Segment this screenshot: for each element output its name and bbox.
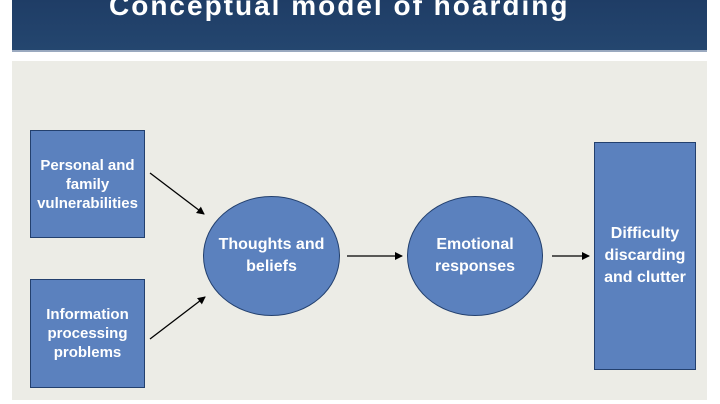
node-personal-vulnerabilities-label: Personal and family vulnerabilities [37,156,138,212]
node-personal-vulnerabilities: Personal and family vulnerabilities [30,130,145,238]
node-emotional-responses-label: Emotional responses [434,236,516,275]
slide-title: Conceptual model of hoarding [109,0,570,21]
node-thoughts-beliefs-label: Thoughts and beliefs [218,236,325,275]
title-bar: Conceptual model of hoarding [12,0,707,52]
node-information-processing-label: Information processing problems [46,306,129,361]
node-information-processing: Information processing problems [30,279,145,388]
node-emotional-responses: Emotional responses [407,196,543,316]
node-thoughts-beliefs: Thoughts and beliefs [203,196,340,316]
node-difficulty-discarding: Difficulty discarding and clutter [594,142,696,370]
node-difficulty-discarding-label: Difficulty discarding and clutter [604,225,686,286]
